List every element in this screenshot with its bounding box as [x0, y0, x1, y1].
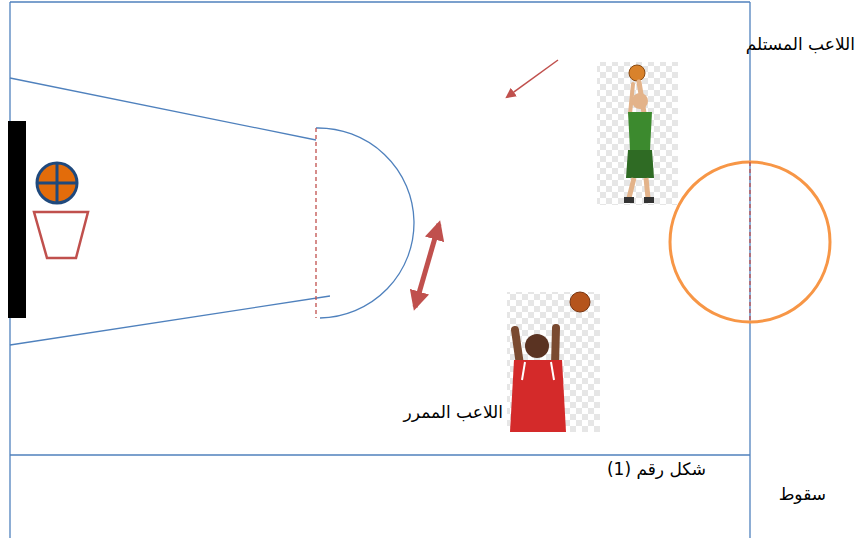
ball-icon: [37, 163, 77, 203]
center-line: [749, 162, 750, 322]
movement-arrow: [415, 224, 439, 307]
note-label: سقوط: [779, 484, 826, 504]
figure-caption: شكل رقم (1): [607, 459, 706, 479]
player-label: اللاعب الممرر: [404, 402, 503, 422]
backboard: [8, 121, 26, 318]
free-throw-line: [315, 128, 316, 318]
receiver-figure: [597, 62, 678, 205]
player-label: اللاعب المستلم: [746, 34, 855, 54]
basket: [34, 212, 88, 258]
court-lines: [10, 2, 750, 538]
passer-figure: [507, 292, 600, 432]
center-circle: [670, 162, 830, 322]
pointer-arrow: [507, 60, 558, 97]
